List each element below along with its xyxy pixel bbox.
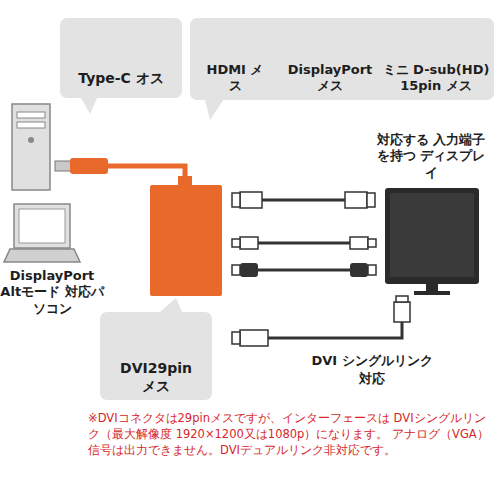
display-label: 対応する 入力端子を持つ ディスプレイ [368, 132, 494, 186]
callout-tail [80, 96, 226, 312]
hdmi-cable [232, 265, 240, 275]
hdmi-cable [368, 265, 376, 275]
type-c-cable [55, 161, 71, 171]
laptop [14, 204, 70, 248]
laptop [4, 204, 80, 262]
dvi-cable [396, 296, 408, 302]
node-text: ミニ D-sub(HD) 15pin メス [380, 62, 492, 95]
vga-cable [232, 193, 240, 207]
vga-cable [367, 193, 375, 207]
type-c-cable [55, 158, 185, 184]
hdmi-cable [232, 263, 376, 277]
pc-tower [12, 104, 50, 190]
monitor [385, 188, 479, 295]
hdmi-cable [258, 269, 350, 272]
callout-tail [80, 96, 98, 114]
displayport-cable [240, 237, 258, 249]
displayport-cable [368, 239, 376, 247]
displayport-cable [232, 237, 376, 249]
node-text: DisplayPort Altモード 対応パソコン [0, 268, 104, 317]
monitor [426, 284, 438, 292]
pc-tower [17, 122, 45, 128]
pc-tower [28, 137, 34, 143]
monitor [390, 193, 474, 277]
monitor [385, 188, 479, 284]
laptop [4, 249, 80, 262]
node-text: DisplayPort メス [284, 62, 376, 95]
node-text: HDMI メス [206, 62, 264, 95]
connector-callout: Type-C オス [60, 18, 182, 98]
vga-cable [262, 199, 345, 202]
dvi-cable [232, 332, 240, 344]
displayport-cable [258, 242, 350, 245]
pc-label: DisplayPort Altモード 対応パソコン [0, 268, 106, 330]
hdmi-cable [240, 263, 258, 277]
cable-label: DVI シングルリンク対応 [310, 352, 434, 388]
node-text: DVI29pin メス [114, 360, 198, 395]
displayport-cable [350, 237, 368, 249]
vga-cable [232, 192, 375, 208]
dvi-cable [240, 330, 268, 346]
displayport-cable [232, 239, 240, 247]
connector-callout: HDMI メス DisplayPort メスミニ D-sub(HD) 15pin … [190, 18, 494, 100]
connector-callout: DVI29pin メス [100, 312, 212, 400]
type-c-cable [70, 158, 108, 174]
vga-cable [240, 192, 262, 208]
pc-tower [17, 112, 45, 118]
node-text: 対応する 入力端子を持つ ディスプレイ [372, 132, 490, 181]
monitor [414, 291, 450, 295]
pc-tower [12, 104, 50, 190]
hdmi-cable [350, 263, 368, 277]
dvi-cable [394, 302, 410, 322]
adapter-body [150, 176, 222, 296]
callout-tail [204, 96, 226, 120]
adapter-body [150, 185, 222, 296]
dvi-cable [268, 322, 402, 338]
laptop [19, 209, 65, 243]
dvi-cable [232, 296, 410, 346]
note-text: ※DVIコネクタは29pinメスですが、インターフェースは DVIシングルリンク… [88, 410, 496, 458]
type-c-cable [108, 166, 185, 184]
node-text: Type-C オス [62, 70, 180, 88]
vga-cable [345, 192, 367, 208]
callout-tail [160, 298, 182, 312]
